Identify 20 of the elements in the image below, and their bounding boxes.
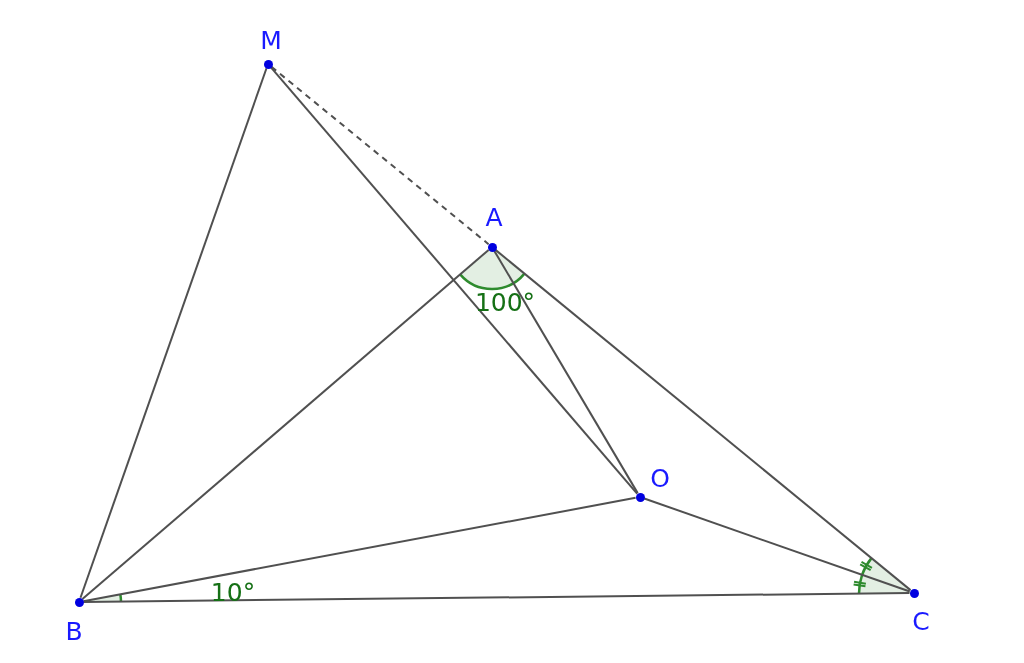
point-dot xyxy=(635,492,645,502)
point-dot xyxy=(74,597,84,607)
dashed-line xyxy=(270,65,490,246)
point-label: A xyxy=(485,204,503,230)
point-label: C xyxy=(912,608,930,634)
line-segment xyxy=(493,249,639,495)
point-dot xyxy=(263,59,273,69)
point-label: B xyxy=(65,618,83,644)
point-dot xyxy=(909,588,919,598)
line-segment xyxy=(82,592,911,603)
angle-label: 10° xyxy=(210,579,256,605)
line-segment xyxy=(82,496,637,603)
point-label: O xyxy=(650,465,670,491)
line-segment xyxy=(643,497,911,593)
line-segment xyxy=(494,248,912,592)
line-segment xyxy=(269,66,639,495)
line-segment xyxy=(79,67,268,599)
point-dot xyxy=(487,242,497,252)
point-label: M xyxy=(260,27,282,53)
line-segment xyxy=(81,248,490,601)
